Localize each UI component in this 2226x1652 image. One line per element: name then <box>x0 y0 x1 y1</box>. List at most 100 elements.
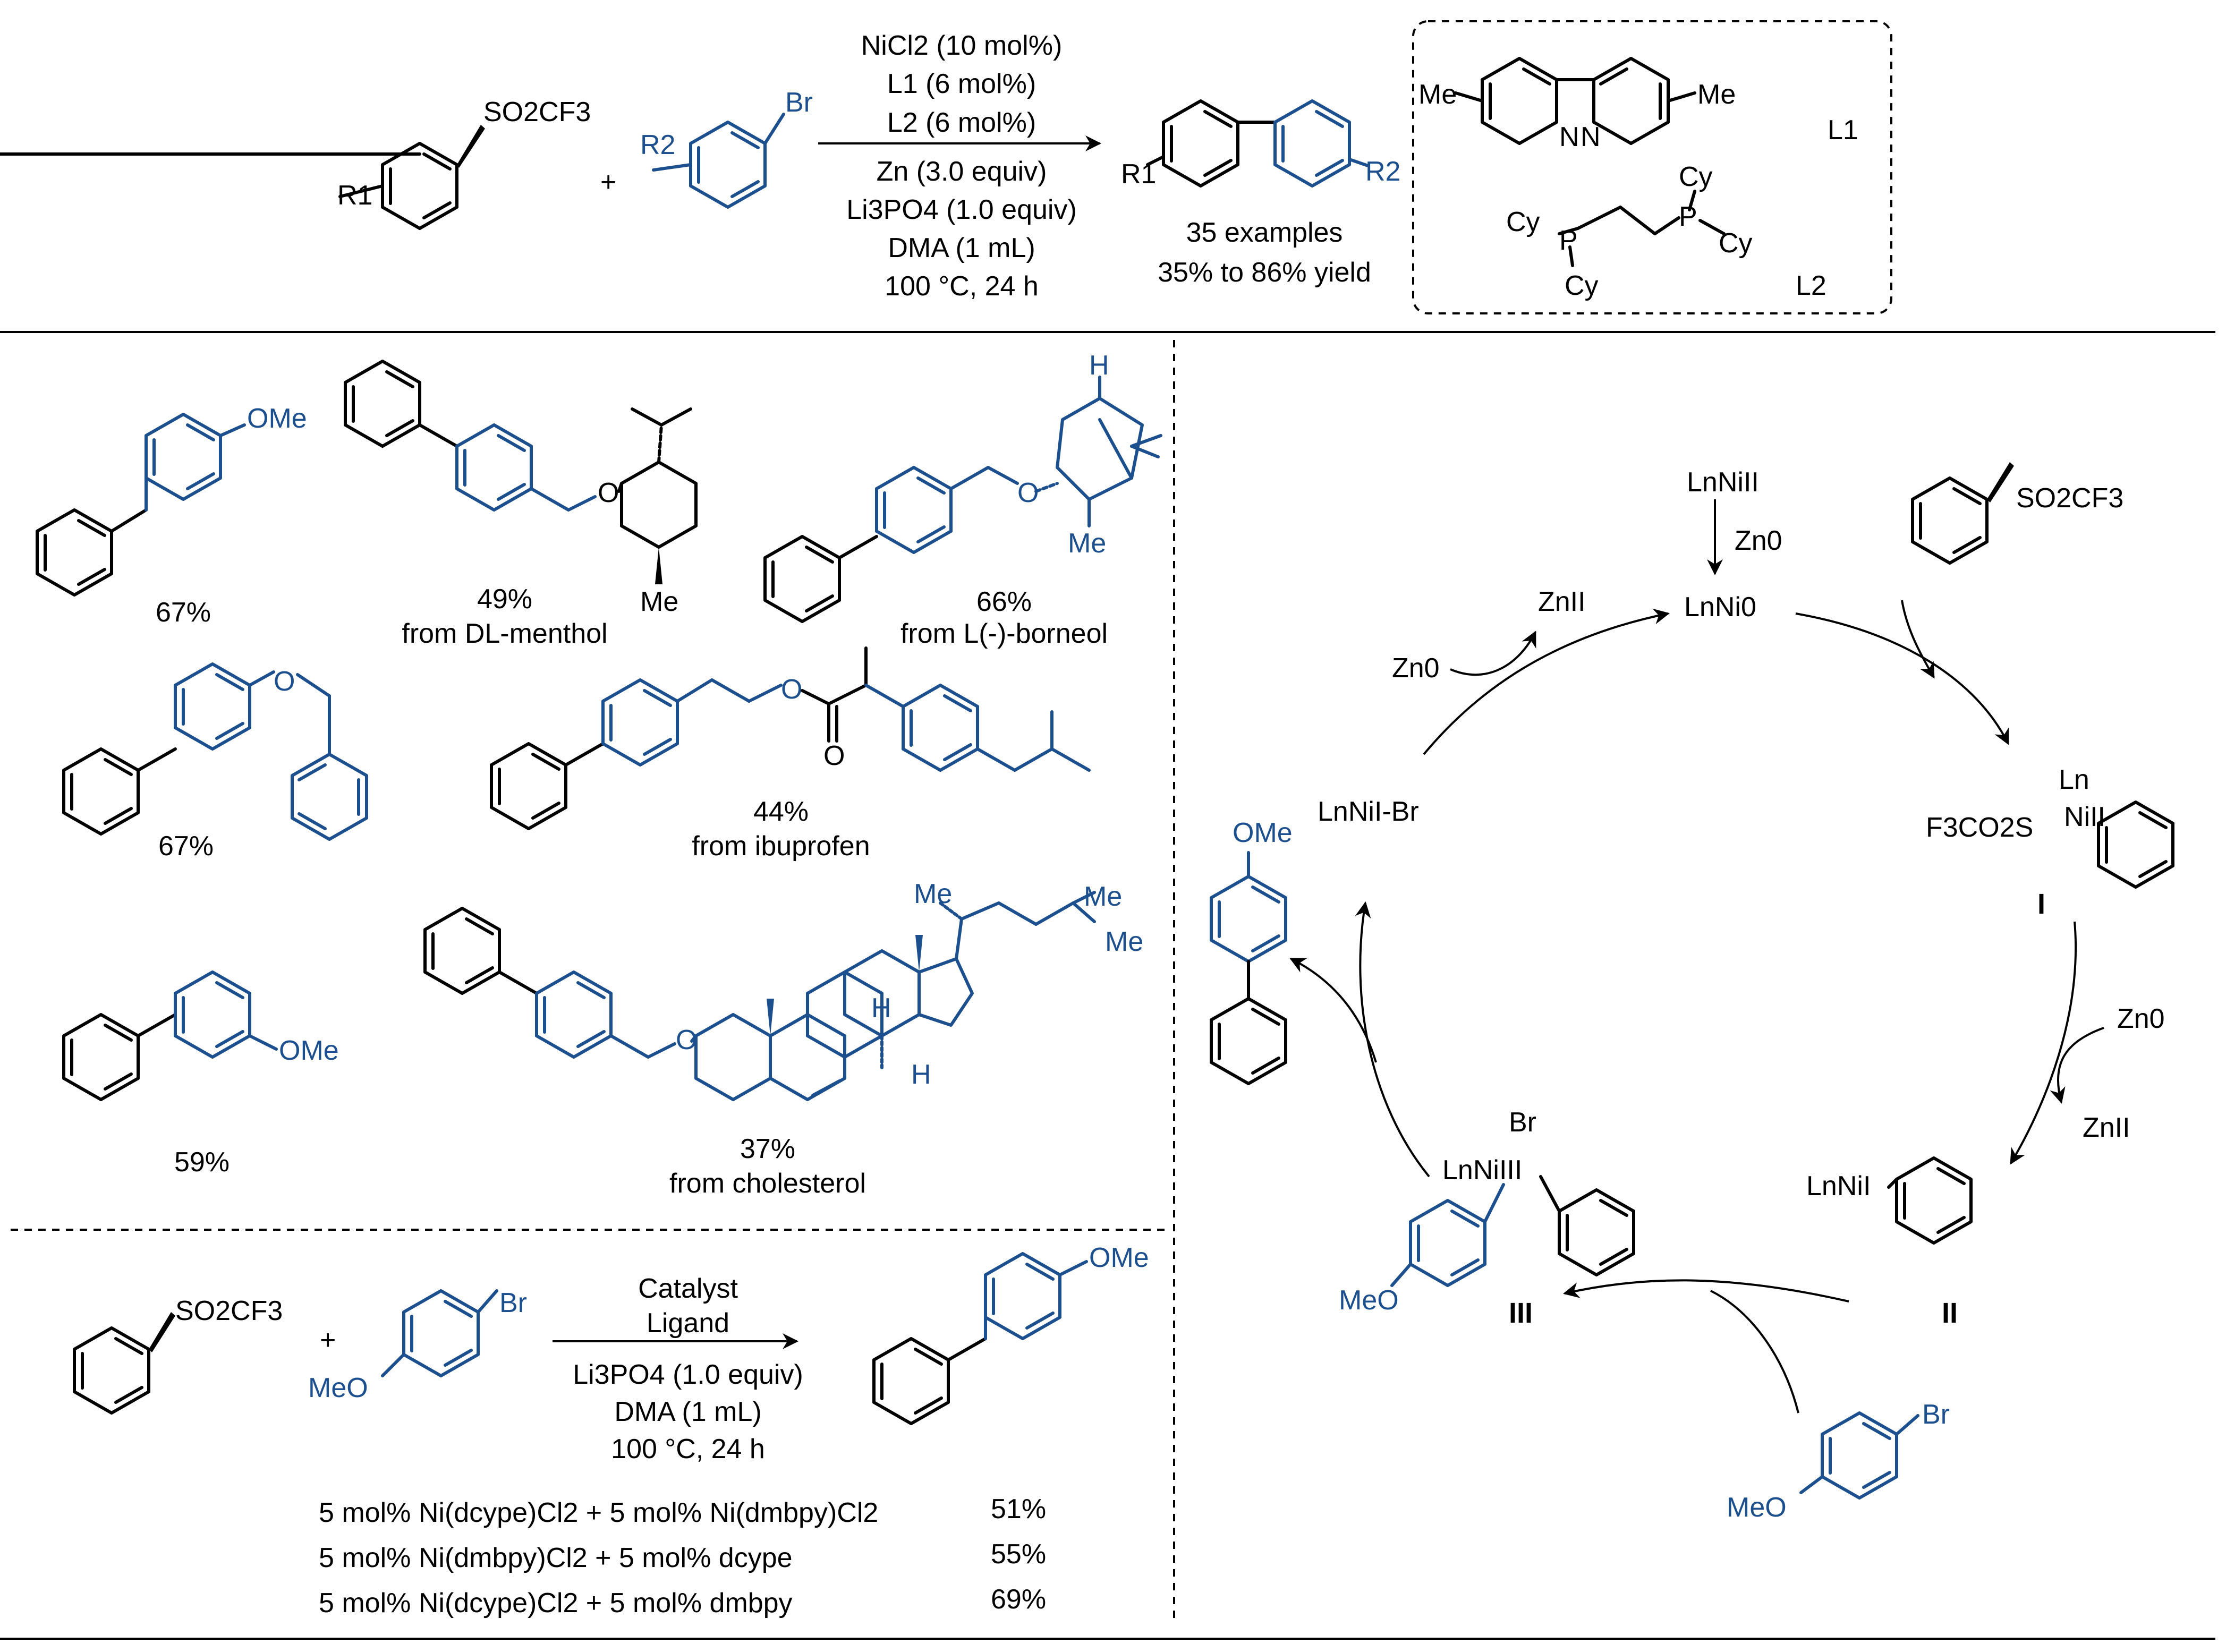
catalytic-cycle: LnNiII Zn0 LnNi0 SO2CF3 Ln F3CO2S NiII I <box>1210 462 2174 1523</box>
top-condition-1: NiCl2 (10 mol%) <box>861 30 1063 61</box>
mech-arc-zn-reduction <box>2050 1027 2104 1104</box>
l2-label: L2 <box>1796 270 1826 301</box>
top-condition-3: L2 (6 mol%) <box>887 107 1036 138</box>
control-ligand: Ligand <box>647 1308 729 1339</box>
int2-formula: LnNiI <box>1806 1171 1871 1202</box>
int1-formula: F3CO2S <box>1926 812 2033 843</box>
scope-7-me-1: Me <box>914 879 952 909</box>
scope-7-h: H <box>871 993 891 1024</box>
mech-substrate-structure: SO2CF3 <box>1911 462 2123 565</box>
mech-arc-ox-add-2 <box>1563 1279 1849 1302</box>
intermediate-1: Ln F3CO2S NiII I <box>1926 764 2174 920</box>
scope-3-oxygen: O <box>1017 478 1039 508</box>
top-condition-7: 100 °C, 24 h <box>885 271 1039 302</box>
int3-formula: LnNiIII <box>1442 1155 1522 1186</box>
control-row-2-yield: 55% <box>991 1539 1046 1570</box>
top-condition-2: L1 (6 mol%) <box>887 69 1036 99</box>
mech-arc-arbr-in <box>1710 1290 1799 1413</box>
l2-cy-4: Cy <box>1719 228 1753 259</box>
top-condition-4: Zn (3.0 equiv) <box>877 156 1047 187</box>
control-sulfonyl-label: SO2CF3 <box>175 1296 283 1326</box>
l2-cy-2: Cy <box>1565 270 1599 301</box>
mech-zn0-right: Zn0 <box>2117 1003 2165 1034</box>
plus-sign: + <box>600 167 616 198</box>
mech-arc-zn-regen <box>1450 631 1536 676</box>
control-condition-2: DMA (1 mL) <box>614 1396 761 1427</box>
r1-label: R1 <box>337 180 372 211</box>
int2-label: II <box>1942 1297 1958 1329</box>
scope-7-h2: H <box>911 1059 931 1090</box>
control-condition-3: 100 °C, 24 h <box>611 1434 765 1464</box>
scope-1-label: OMe <box>247 403 307 434</box>
scope-compound-1: OMe 67% <box>36 403 307 628</box>
int1-label: I <box>2037 888 2045 920</box>
scope-3-me: Me <box>1068 528 1106 559</box>
control-bromo-label: Br <box>499 1288 527 1318</box>
mech-arc-product-out <box>1289 958 1377 1063</box>
control-row-2-condition: 5 mol% Ni(dmbpy)Cl2 + 5 mol% dcype <box>319 1543 793 1573</box>
scope-7-source: from cholesterol <box>669 1168 866 1199</box>
mech-arc-substrate-in <box>1901 600 1935 679</box>
scope-2-source: from DL-menthol <box>402 618 607 649</box>
l1-n-left: N <box>1559 122 1579 152</box>
scope-4-oxygen: O <box>274 666 295 697</box>
control-plus: + <box>320 1325 336 1356</box>
mech-product-structure: OMe <box>1210 818 1293 1085</box>
scope-5-yield: 44% <box>753 796 809 827</box>
top-condition-5: Li3PO4 (1.0 equiv) <box>846 194 1077 225</box>
scope-compound-5: O O 44% from ibuprofen <box>490 646 1091 862</box>
scope-7-me-3: Me <box>1105 926 1143 957</box>
mech-arc-reductive-elimination <box>1355 901 1430 1178</box>
bromo-label: Br <box>785 87 813 118</box>
sulfonyl-label: SO2CF3 <box>483 97 591 127</box>
scope-5-ester-o: O <box>781 674 802 705</box>
scope-4-yield: 67% <box>158 831 214 862</box>
control-row-3-yield: 69% <box>991 1584 1046 1615</box>
control-product-ome: OMe <box>1089 1242 1149 1273</box>
mech-lnni-0: LnNi0 <box>1684 592 1756 623</box>
biaryl-product-structure: R1 R2 <box>1121 99 1400 190</box>
r2-label: R2 <box>640 130 675 160</box>
mech-arc-reduction <box>2010 921 2077 1165</box>
scope-1-yield: 67% <box>156 597 211 628</box>
examples-count: 35 examples <box>1186 217 1343 248</box>
scope-3-h: H <box>1089 350 1109 381</box>
aryl-sulfone-structure: SO2CF3 R1 <box>0 97 591 230</box>
mech-zn-ii-right: ZnII <box>2083 1112 2130 1143</box>
mech-arbr-meo: MeO <box>1727 1492 1787 1523</box>
l1-n-right: N <box>1581 122 1601 152</box>
control-condition-1: Li3PO4 (1.0 equiv) <box>573 1359 803 1390</box>
ligand-l1-structure: Me Me N N L1 <box>1418 57 1858 152</box>
int3-meo: MeO <box>1339 1285 1399 1316</box>
l2-p-left: P <box>1559 225 1578 256</box>
scope-2-oxygen: O <box>598 478 619 508</box>
scope-2-yield: 49% <box>477 584 532 615</box>
scope-compound-3: O H Me 66% from L(-)-borneol <box>763 350 1162 649</box>
product-r1-label: R1 <box>1121 159 1156 190</box>
mech-lnni-ii: LnNiII <box>1687 467 1759 498</box>
scope-compound-2: O Me 49% from DL-menthol <box>344 360 698 649</box>
product-r2-label: R2 <box>1365 156 1400 187</box>
mech-lnni-i-br: LnNiI-Br <box>1318 796 1419 827</box>
control-row-1-yield: 51% <box>991 1494 1046 1525</box>
control-catalyst: Catalyst <box>638 1273 738 1304</box>
mech-zn0-top: Zn0 <box>1735 525 1782 556</box>
scope-7-me-2: Me <box>1084 881 1122 912</box>
intermediate-2: LnNiI II <box>1806 1156 1973 1329</box>
top-condition-6: DMA (1 mL) <box>888 233 1035 263</box>
control-experiment: SO2CF3 + Br MeO Catalyst Ligand Li3PO4 (… <box>73 1242 1149 1619</box>
scope-6-yield: 59% <box>174 1147 230 1178</box>
scope-compound-7: O Me Me Me H H 37% from cholesterol <box>423 879 1143 1199</box>
mech-arc-oxidative-addition <box>1795 612 2009 745</box>
yield-range: 35% to 86% yield <box>1158 257 1371 288</box>
control-meo-label: MeO <box>308 1373 368 1403</box>
scope-5-source: from ibuprofen <box>692 831 870 862</box>
scope-compound-4: O 67% <box>62 662 368 862</box>
mech-arbr-structure: Br MeO <box>1727 1399 1950 1523</box>
scope-5-carbonyl-o: O <box>823 740 845 771</box>
scope-3-yield: 66% <box>976 586 1032 617</box>
l2-cy-3: Cy <box>1679 161 1713 192</box>
l1-me-right: Me <box>1697 79 1736 110</box>
mech-product-ome: OMe <box>1233 818 1293 848</box>
